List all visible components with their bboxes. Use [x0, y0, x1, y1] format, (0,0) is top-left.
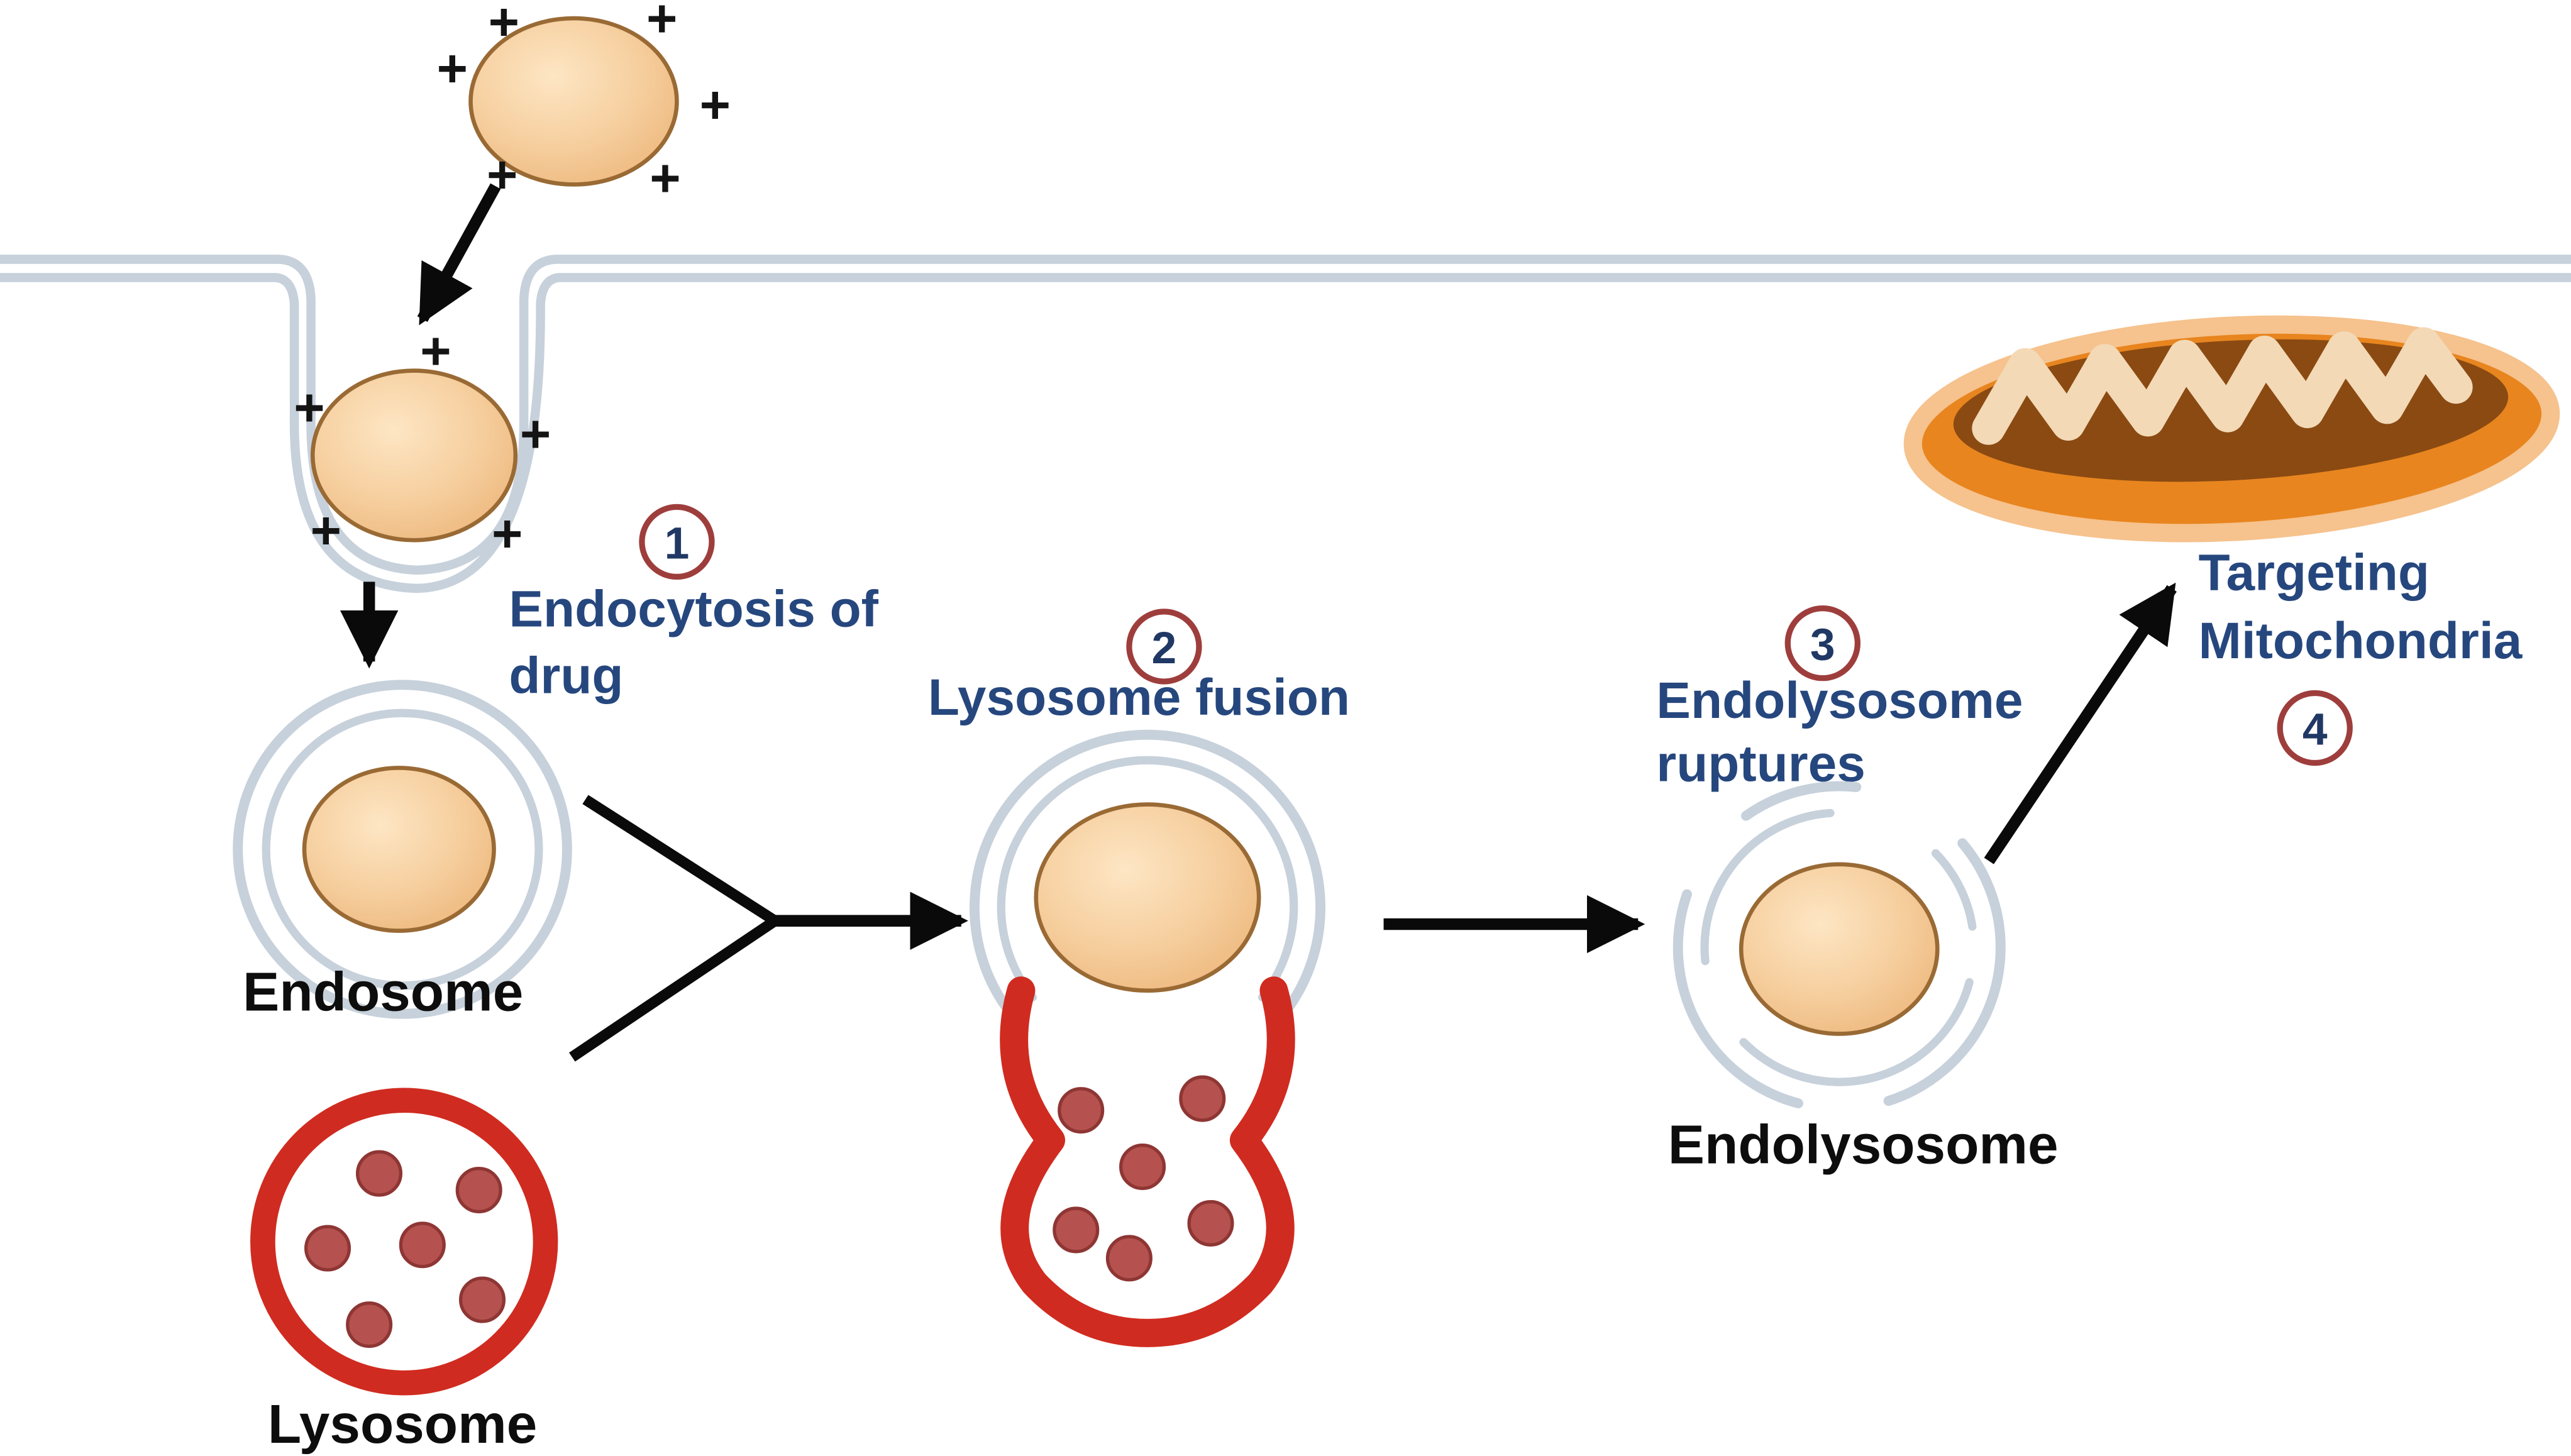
plus-charge: + — [646, 0, 677, 48]
enzyme-granule — [1179, 1075, 1226, 1122]
ruptured-membrane-outer — [1673, 781, 2006, 1114]
enzyme-granule — [1053, 1206, 1100, 1254]
fusion-endosome-arc-inner — [997, 756, 1298, 1001]
step-3-badge: 3 — [1784, 605, 1861, 681]
step-1-badge-ring — [639, 504, 715, 580]
step-2-label: Lysosome fusion — [928, 669, 1350, 726]
endolysosome-fusion — [969, 729, 1325, 1347]
plus-charge: + — [489, 0, 519, 51]
step-3-badge-ring — [1784, 605, 1861, 681]
step-2-badge: 2 — [1126, 609, 1202, 685]
plus-charge: + — [650, 148, 680, 207]
step-1-badge-number: 1 — [665, 518, 690, 568]
fusion-endosome-arc-outer — [969, 729, 1325, 1019]
fusion-converge-line-lysosome — [569, 916, 778, 1062]
step-3-badge-number: 3 — [1810, 620, 1835, 670]
cell-membrane-inner-line — [0, 273, 2571, 593]
enzyme-granule — [399, 1222, 446, 1269]
lysosome-label: Lysosome — [268, 1394, 537, 1455]
arrow-endocytosis-entry — [417, 183, 501, 326]
drug-particle-in-pit: + + + + + — [294, 321, 551, 563]
enzyme-granule — [1105, 1235, 1153, 1282]
plus-charge: + — [420, 321, 451, 380]
fusion-converge-line-endosome — [582, 795, 778, 925]
plus-charge: + — [311, 500, 341, 560]
plus-charge: + — [492, 504, 522, 563]
endosome-inner-membrane — [262, 709, 543, 990]
step-4-badge-number: 4 — [2303, 704, 2328, 754]
step-2-badge-number: 2 — [1152, 623, 1177, 673]
drug-particle-extracellular: + + + + + + — [437, 0, 731, 207]
step-1-badge: 1 — [639, 504, 715, 580]
step-4-label-line2: Mitochondria — [2199, 612, 2523, 670]
lysosome — [250, 1088, 558, 1396]
ruptured-membrane-inner — [1700, 808, 1979, 1086]
step-4-badge: 4 — [2277, 690, 2353, 766]
plus-charge: + — [700, 75, 731, 135]
arrow-to-mitochondria — [1984, 582, 2177, 864]
endolysosome — [1673, 781, 2006, 1114]
enzyme-granule — [455, 1166, 502, 1213]
plus-charge: + — [520, 404, 551, 463]
mitochondria — [1903, 315, 2560, 543]
endosome — [233, 680, 572, 1019]
nanoparticle-body — [1739, 862, 1940, 1036]
nanoparticle-body — [310, 368, 518, 543]
enzyme-granule — [1119, 1143, 1166, 1190]
step-4-label-line1: Targeting — [2199, 544, 2430, 602]
step-1-label-line2: drug — [509, 647, 623, 704]
enzyme-granule — [356, 1150, 403, 1197]
endosome-outer-membrane — [233, 680, 572, 1019]
fusion-lysosome-cup — [1000, 976, 1295, 1347]
nanoparticle-body — [468, 16, 679, 187]
step-4-badge-ring — [2277, 690, 2353, 766]
nanoparticle-body — [302, 766, 496, 933]
endolysosome-label: Endolysosome — [1668, 1115, 2059, 1176]
mitochondria-cristae — [1972, 327, 2473, 445]
enzyme-granule — [458, 1276, 506, 1323]
step-3-label-line1: Endolysosome — [1656, 672, 2023, 729]
step-1-label-line1: Endocytosis of — [509, 581, 878, 638]
plus-charge: + — [437, 38, 468, 97]
cell-membrane-outer-line — [0, 255, 2571, 575]
enzyme-granule — [1187, 1200, 1234, 1247]
endosome-label: Endosome — [243, 961, 523, 1022]
enzyme-granule — [1058, 1087, 1105, 1134]
step-2-badge-ring — [1126, 609, 1202, 685]
enzyme-granule — [304, 1225, 351, 1272]
enzyme-granule — [346, 1301, 393, 1348]
plus-charge: + — [294, 377, 324, 437]
nanoparticle-body — [1034, 802, 1261, 993]
